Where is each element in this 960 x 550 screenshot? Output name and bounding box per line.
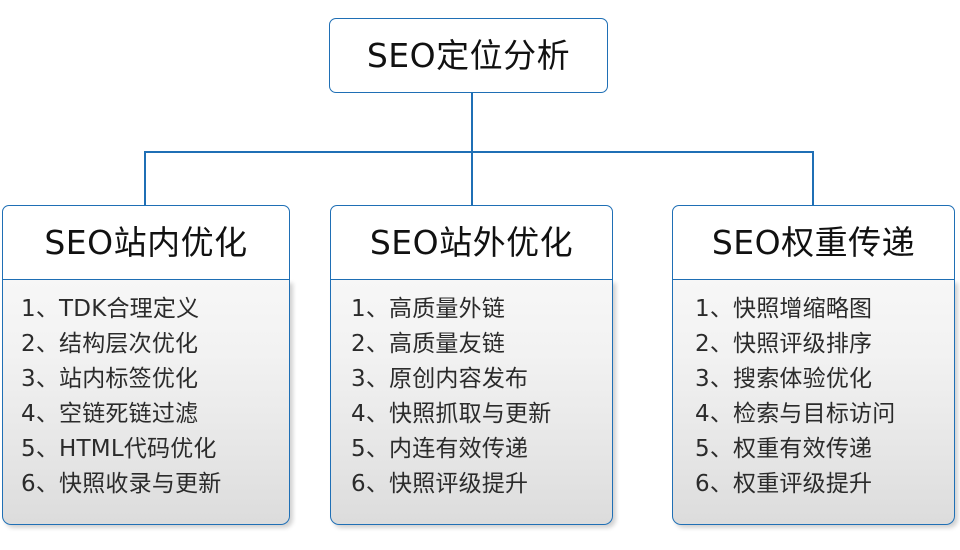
connector-branch-2-stem [471, 151, 473, 206]
list-item: 3、原创内容发布 [351, 366, 529, 392]
list-item: 1、快照增缩略图 [695, 296, 873, 322]
list-item: 6、权重评级提升 [695, 471, 873, 497]
list-item: 5、HTML代码优化 [21, 436, 217, 462]
branch-2-header-label: SEO站外优化 [369, 223, 574, 262]
branch-2-list: 1、高质量外链 2、高质量友链 3、原创内容发布 4、快照抓取与更新 5、内连有… [331, 292, 612, 502]
branch-3-header[interactable]: SEO权重传递 [672, 205, 955, 280]
connector-root-stem [471, 93, 473, 153]
connector-branch-1-stem [144, 151, 146, 206]
list-item: 2、高质量友链 [351, 331, 506, 357]
branch-3-body: 1、快照增缩略图 2、快照评级排序 3、搜索体验优化 4、检索与目标访问 5、权… [672, 280, 955, 525]
branch-2-header[interactable]: SEO站外优化 [330, 205, 613, 280]
list-item: 4、快照抓取与更新 [351, 401, 552, 427]
root-node-label: SEO定位分析 [366, 36, 571, 75]
list-item: 6、快照评级提升 [351, 471, 529, 497]
branch-3-header-label: SEO权重传递 [711, 223, 916, 262]
root-node[interactable]: SEO定位分析 [329, 18, 608, 93]
branch-1-header[interactable]: SEO站内优化 [2, 205, 290, 280]
list-item: 5、内连有效传递 [351, 436, 529, 462]
branch-1-header-label: SEO站内优化 [44, 223, 248, 262]
connector-branch-3-stem [812, 151, 814, 206]
list-item: 4、检索与目标访问 [695, 401, 896, 427]
branch-2-body: 1、高质量外链 2、高质量友链 3、原创内容发布 4、快照抓取与更新 5、内连有… [330, 280, 613, 525]
branch-3-list: 1、快照增缩略图 2、快照评级排序 3、搜索体验优化 4、检索与目标访问 5、权… [673, 292, 954, 502]
branch-1-list: 1、TDK合理定义 2、结构层次优化 3、站内标签优化 4、空链死链过滤 5、H… [3, 292, 289, 502]
branch-1-body: 1、TDK合理定义 2、结构层次优化 3、站内标签优化 4、空链死链过滤 5、H… [2, 280, 290, 525]
list-item: 6、快照收录与更新 [21, 471, 222, 497]
branch-column-3: SEO权重传递 1、快照增缩略图 2、快照评级排序 3、搜索体验优化 4、检索与… [672, 205, 955, 525]
list-item: 5、权重有效传递 [695, 436, 873, 462]
branch-column-1: SEO站内优化 1、TDK合理定义 2、结构层次优化 3、站内标签优化 4、空链… [2, 205, 290, 525]
list-item: 3、搜索体验优化 [695, 366, 873, 392]
list-item: 3、站内标签优化 [21, 366, 199, 392]
list-item: 1、高质量外链 [351, 296, 506, 322]
list-item: 2、结构层次优化 [21, 331, 199, 357]
list-item: 4、空链死链过滤 [21, 401, 199, 427]
branch-column-2: SEO站外优化 1、高质量外链 2、高质量友链 3、原创内容发布 4、快照抓取与… [330, 205, 613, 525]
list-item: 2、快照评级排序 [695, 331, 873, 357]
list-item: 1、TDK合理定义 [21, 296, 200, 322]
connector-horizontal-bar [144, 151, 814, 153]
